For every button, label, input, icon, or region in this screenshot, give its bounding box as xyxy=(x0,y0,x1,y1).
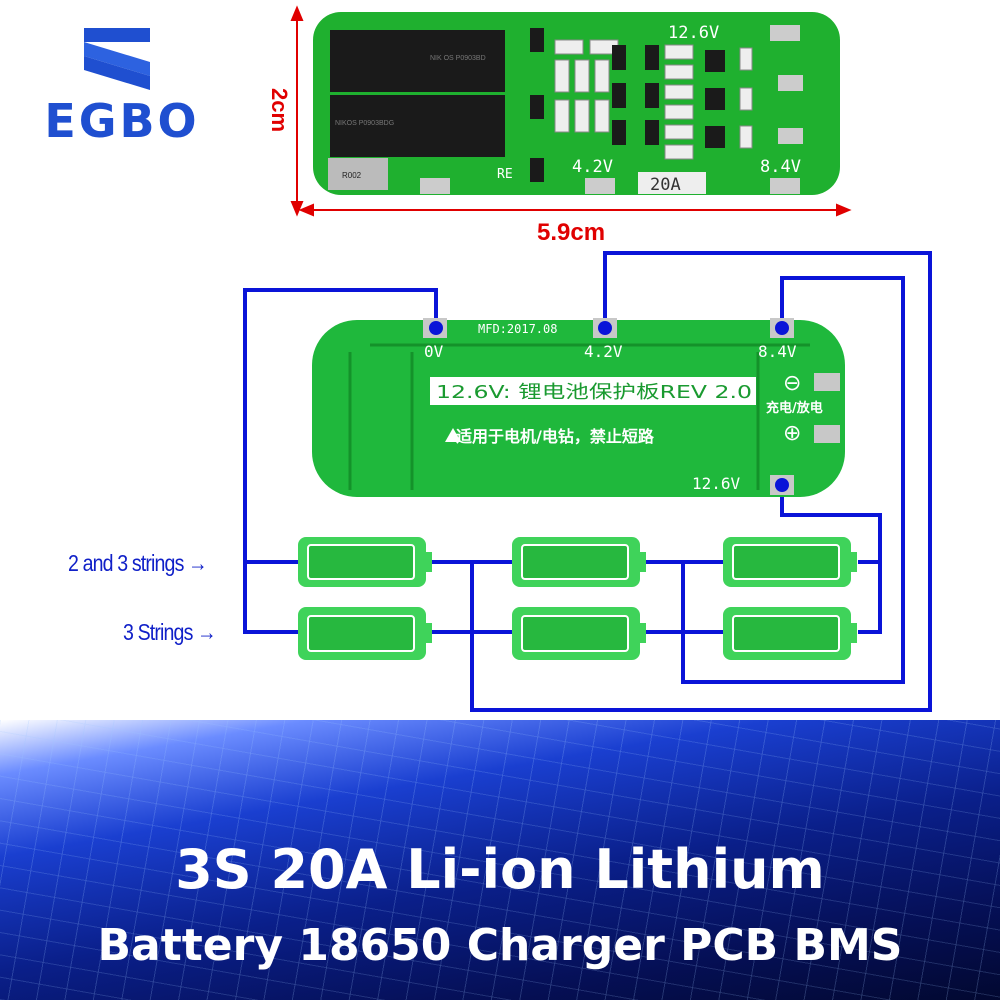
label-3-strings: 3 Strings → xyxy=(123,619,217,645)
wire-12-6v xyxy=(780,485,882,634)
charge-discharge-label: 充电/放电 xyxy=(766,400,823,416)
pcb-label-4-2v: 4.2V xyxy=(572,157,613,177)
mfd-label: MFD:2017.08 xyxy=(478,322,557,336)
shunt-mark: R002 xyxy=(342,171,362,180)
warning-icon xyxy=(445,428,461,442)
mosfet-mark: NIKOS P0903BDG xyxy=(335,120,394,127)
logo-text: EGBO xyxy=(44,94,200,148)
cell-r1-c2 xyxy=(512,537,646,587)
plus-icon: ⊕ xyxy=(783,420,801,445)
diagram-canvas: 2cm 5.9cm xyxy=(243,5,932,712)
label-2-and-3-strings: 2 and 3 strings → xyxy=(68,550,208,576)
cell-r2-c2 xyxy=(512,607,646,660)
pad-label-0v: 0V xyxy=(424,342,444,361)
pcb-label-8-4v: 8.4V xyxy=(760,157,801,177)
pcb-label-20a: 20A xyxy=(650,175,681,195)
board-title: 12.6V: 锂电池保护板REV 2.0 xyxy=(436,382,752,403)
pad-label-12-6v: 12.6V xyxy=(692,474,741,493)
product-title-line2: Battery 18650 Charger PCB BMS xyxy=(97,920,903,971)
brand-logo: EGBO xyxy=(22,24,222,148)
battery-cells xyxy=(298,537,857,660)
board-warning: 适用于电机/电钻，禁止短路 xyxy=(456,427,655,446)
pcb-label-12-6v: 12.6V xyxy=(668,23,719,43)
wiring-pcb: MFD:2017.08 0V 4.2V 8.4V 12.6V 12.6V: 锂电… xyxy=(312,318,845,497)
product-title-line1: 3S 20A Li-ion Lithium xyxy=(175,838,825,901)
pad-label-4-2v: 4.2V xyxy=(584,342,623,361)
width-dimension: 5.9cm xyxy=(537,219,605,246)
cell-r1-c3 xyxy=(723,537,857,587)
pcb-photo: 12.6V 4.2V 8.4V RE 20A NIKOS P0903BDG NI… xyxy=(313,12,840,195)
title-banner xyxy=(0,720,1000,1000)
logo-chevron-icon xyxy=(84,28,150,90)
wire-4-2v xyxy=(470,251,932,712)
height-dimension: 2cm xyxy=(267,88,292,132)
cell-r2-c3 xyxy=(723,607,857,660)
cell-r2-c1 xyxy=(298,607,432,660)
wiring xyxy=(243,251,932,712)
dimension-lines xyxy=(290,5,852,217)
pad-label-8-4v: 8.4V xyxy=(758,342,797,361)
wire-0v xyxy=(243,288,438,634)
cell-r1-c1 xyxy=(298,537,432,587)
wire-8-4v xyxy=(681,276,905,684)
minus-icon: ⊖ xyxy=(783,370,801,395)
pcb-label-re: RE xyxy=(497,167,513,182)
mosfet-mark-2: NIK OS P0903BD xyxy=(430,55,486,62)
